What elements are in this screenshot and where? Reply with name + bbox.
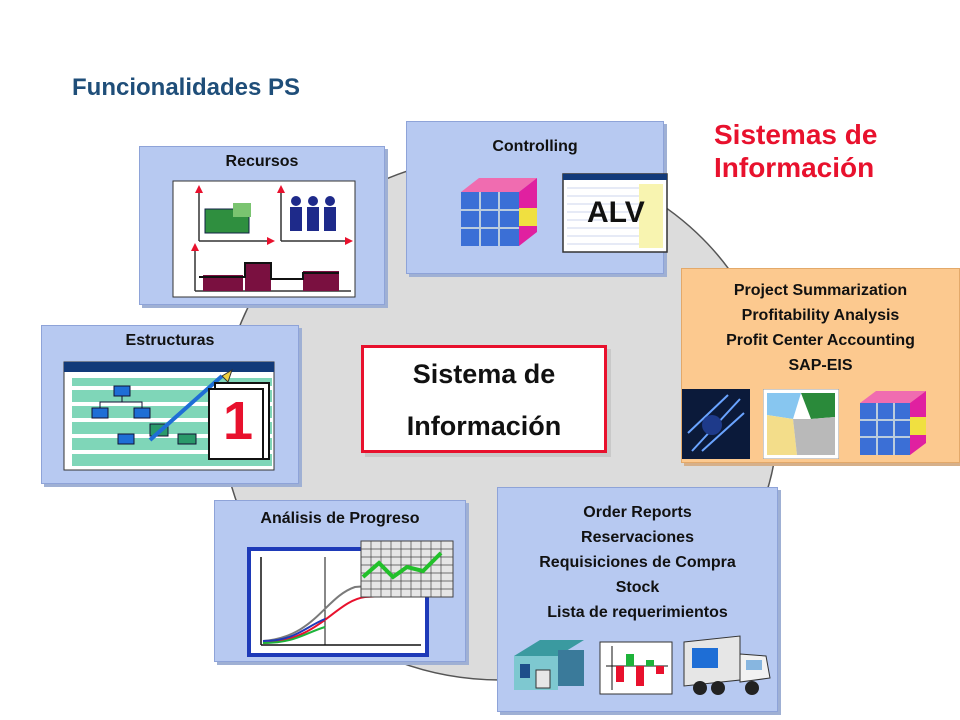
project-list: Project Summarization Profitability Anal… (726, 282, 915, 374)
center-info-box: Sistema de Información (361, 345, 607, 453)
card-recursos-label: Recursos (225, 153, 299, 170)
calendar-number: 1 (223, 391, 254, 451)
page-title: Funcionalidades PS (72, 74, 301, 101)
card-estructuras-label: Estructuras (125, 332, 215, 349)
card-controlling-label: Controlling (492, 138, 578, 155)
map-icon (763, 389, 839, 459)
truck-icon (683, 635, 771, 695)
cube-icon (461, 178, 537, 246)
card-recursos[interactable]: Recursos (139, 146, 385, 305)
calendar-icon (208, 382, 270, 460)
card-estructuras[interactable]: Estructuras 1 (41, 325, 299, 484)
card-analisis-progreso[interactable]: Análisis de Progreso (214, 500, 466, 662)
order-list: Order Reports Reservaciones Requisicione… (539, 504, 736, 621)
sistemas-heading: Sistemas de Información (714, 119, 878, 183)
card-analisis-label: Análisis de Progreso (260, 510, 420, 527)
cube-icon-2 (860, 391, 926, 455)
center-line-1: Sistema de (412, 359, 556, 389)
resources-chart-icon (172, 180, 356, 298)
analysis-graphic-icon (682, 389, 750, 459)
warehouse-icon (514, 640, 584, 690)
center-line-2: Información (406, 411, 562, 441)
alv-label: ALV (587, 196, 645, 229)
progress-chart-icon (247, 540, 454, 657)
alv-report-icon (562, 173, 668, 253)
card-controlling[interactable]: Controlling ALV (406, 121, 668, 274)
card-order-reports[interactable]: Order Reports Reservaciones Requisicione… (497, 487, 778, 712)
bar-chart-icon (599, 641, 673, 695)
card-project-summarization[interactable]: Project Summarization Profitability Anal… (681, 268, 960, 463)
